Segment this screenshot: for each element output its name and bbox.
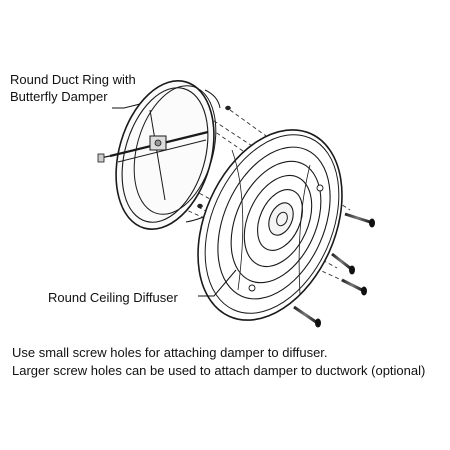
long-screw-4	[293, 305, 321, 328]
ring-label: Round Duct Ring with Butterfly Damper	[10, 71, 136, 105]
duct-ring	[115, 80, 221, 230]
small-screws	[197, 105, 231, 209]
long-screw-3	[341, 278, 367, 296]
ring-leader-line	[112, 103, 141, 109]
diffuser-label: Round Ceiling Diffuser	[48, 290, 178, 305]
diffuser-screw-holes	[248, 184, 324, 292]
ring-label-line-2: Butterfly Damper	[10, 89, 108, 104]
butterfly-damper	[97, 109, 209, 201]
diffuser-leader-line	[198, 269, 237, 297]
long-screw-1	[344, 212, 375, 228]
note-line-2: Larger screw holes can be used to attach…	[12, 363, 426, 378]
instruction-notes: Use small screw holes for attaching damp…	[12, 344, 425, 380]
ring-label-line-1: Round Duct Ring with	[10, 72, 136, 87]
long-screw-2	[331, 252, 355, 275]
leader-lines	[112, 103, 237, 297]
long-screws	[293, 212, 375, 328]
note-line-1: Use small screw holes for attaching damp…	[12, 345, 328, 360]
